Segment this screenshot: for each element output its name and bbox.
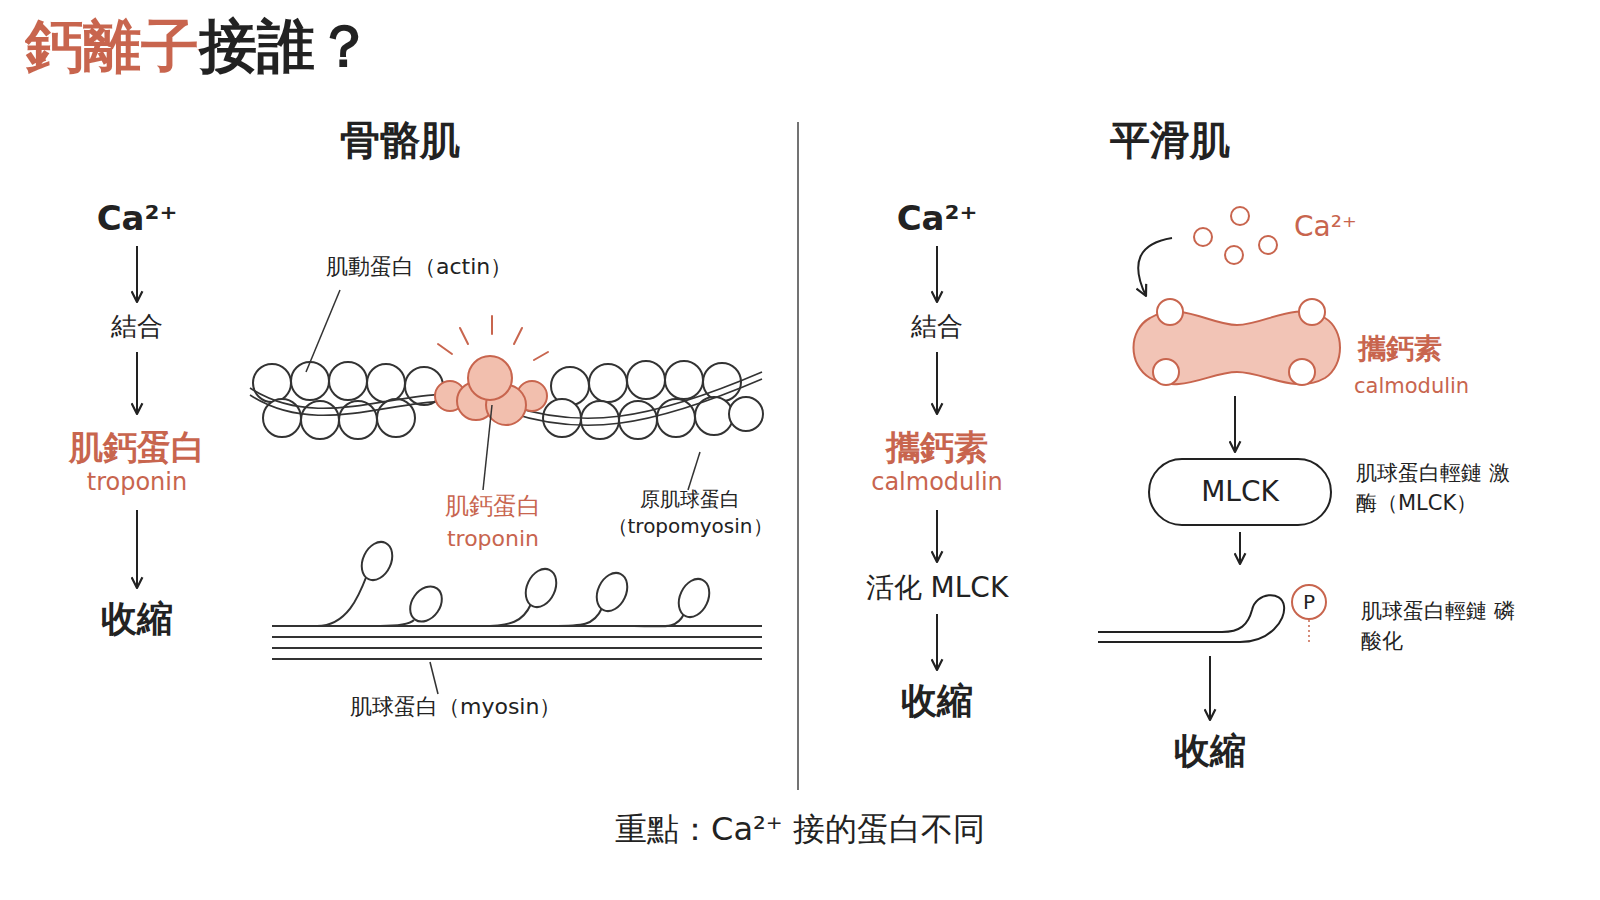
node-text: 結合 <box>911 311 963 342</box>
flow-step: 收縮 <box>1150 726 1270 776</box>
node-text: 收縮 <box>101 597 173 640</box>
arrow-connector <box>1234 396 1236 452</box>
node-text: Ca²⁺ <box>97 198 178 239</box>
node-text: MLCK <box>1201 475 1279 509</box>
flow-step: Ca²⁺ <box>887 196 987 240</box>
phosphate-circle: P <box>1291 584 1327 620</box>
arrow-connector <box>936 352 938 414</box>
arrow-connector <box>936 614 938 670</box>
node-text: 攜鈣素 <box>886 427 988 468</box>
light-chain <box>1098 595 1284 642</box>
flow-step: 活化 MLCK <box>817 568 1057 608</box>
arrow-connector <box>136 246 138 302</box>
part-label: 肌球蛋白（myosin） <box>350 694 561 720</box>
arrow-connector <box>1239 532 1241 564</box>
flow-step: 肌鈣蛋白troponin <box>37 420 237 504</box>
calmodulin-node: 攜鈣素calmodulin <box>1130 298 1340 390</box>
arrow-connector <box>936 510 938 562</box>
node-subtext: calmodulin <box>871 468 1003 497</box>
node-subtext: calmodulin <box>1354 374 1469 399</box>
arrow-connector <box>136 352 138 414</box>
flow-step: 結合 <box>887 308 987 346</box>
section-heading: 骨骼肌 <box>300 116 500 164</box>
flow-step: 收縮 <box>77 594 197 644</box>
node-text: 活化 MLCK <box>866 571 1009 605</box>
node-text: Ca²⁺ <box>897 198 978 239</box>
page-title: 鈣離子接誰？ <box>25 12 373 82</box>
node-text: 肌鈣蛋白 <box>69 427 205 468</box>
arrow-connector <box>1209 656 1211 720</box>
light-chain-node: 肌球蛋白輕鏈 磷酸化P <box>1095 570 1325 650</box>
flow-step: 攜鈣素calmodulin <box>837 420 1037 504</box>
bound-calcium <box>1153 299 1325 385</box>
part-label: 原肌球蛋白 （tropomyosin） <box>600 486 780 540</box>
section-heading: 平滑肌 <box>1070 116 1270 164</box>
node-text: 結合 <box>111 311 163 342</box>
arrow-connector <box>936 246 938 302</box>
flow-step: 收縮 <box>877 676 997 726</box>
node-text: 攜鈣素 <box>1358 332 1442 366</box>
myosin-filament <box>272 626 762 659</box>
node-subtext: 肌球蛋白輕鏈 激酶（MLCK） <box>1356 458 1521 519</box>
part-label: troponin <box>423 526 563 552</box>
arrow-connector <box>136 510 138 588</box>
part-label: 肌動蛋白（actin） <box>326 254 512 280</box>
flow-step: Ca²⁺ <box>87 196 187 240</box>
calcium-ion <box>1194 207 1277 264</box>
enzyme-box: MLCK肌球蛋白輕鏈 激酶（MLCK） <box>1148 458 1332 526</box>
flow-step: 結合 <box>87 308 187 346</box>
node-subtext: troponin <box>87 468 187 497</box>
node-text: 收縮 <box>901 679 973 722</box>
arrow-connector <box>1138 238 1172 296</box>
node-text: 收縮 <box>1174 729 1246 772</box>
phosphate-link <box>1308 620 1310 642</box>
part-label: 肌鈣蛋白 <box>423 492 563 521</box>
divider-line <box>797 122 799 790</box>
activation-rays <box>438 316 548 360</box>
node-text: 肌球蛋白輕鏈 磷酸化 <box>1361 596 1521 657</box>
ion-cluster: Ca²⁺ <box>1190 200 1360 262</box>
caption-text: 重點：Ca²⁺ 接的蛋白不同 <box>400 808 1200 852</box>
node-text: P <box>1303 590 1315 614</box>
node-text: Ca²⁺ <box>1294 210 1357 244</box>
